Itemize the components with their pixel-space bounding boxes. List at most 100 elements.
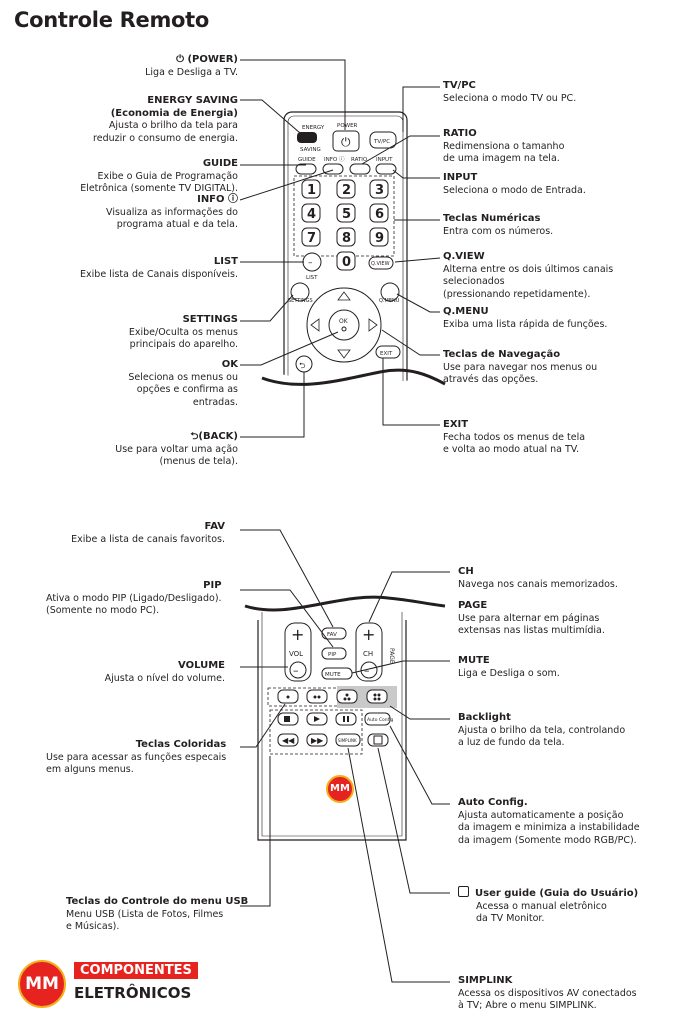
key-0[interactable] bbox=[336, 251, 356, 271]
input-label: INPUT bbox=[376, 157, 393, 163]
forward-icon: ▶▶ bbox=[311, 736, 324, 745]
annotation-ok: OK Seleciona os menus ou opções e confir… bbox=[128, 359, 238, 408]
key-8[interactable] bbox=[336, 227, 356, 247]
annotation-simplink: SIMPLINK Acessa os dispositivos AV conec… bbox=[458, 975, 637, 1011]
key-7[interactable] bbox=[301, 227, 321, 247]
green-key[interactable] bbox=[306, 689, 328, 704]
mute-key-label: MUTE bbox=[325, 672, 341, 678]
back-arrow-icon: ⮌ bbox=[299, 361, 305, 370]
key-8-label: 8 bbox=[342, 231, 351, 246]
pause-icon bbox=[343, 716, 345, 722]
annotation-mute: MUTE Liga e Desliga o som. bbox=[458, 655, 560, 679]
brand-logo: MM COMPONENTES ELETRÔNICOS bbox=[18, 960, 198, 1010]
annotation-backlight: Backlight Ajusta o brilho da tela, contr… bbox=[458, 712, 626, 748]
tvpc-key-label: TV/PC bbox=[373, 139, 390, 145]
key-3-label: 3 bbox=[375, 183, 384, 198]
settings-button[interactable] bbox=[290, 282, 310, 302]
rewind-icon: ◀◀ bbox=[282, 736, 295, 745]
key-5-label: 5 bbox=[342, 207, 351, 222]
guide-label: GUIDE bbox=[298, 157, 316, 163]
forward-button[interactable] bbox=[306, 733, 328, 747]
annotation-navigation: Teclas de Navegação Use para navegar nos… bbox=[443, 349, 598, 385]
list-key-label: LIST bbox=[306, 275, 318, 281]
key-1-label: 1 bbox=[307, 183, 316, 198]
simplink-button[interactable] bbox=[335, 733, 361, 747]
annotation-settings: SETTINGS Exibe/Oculta os menus principai… bbox=[128, 314, 238, 350]
nav-down-button[interactable] bbox=[337, 349, 351, 359]
annotation-tvpc: TV/PC Seleciona o modo TV ou PC. bbox=[443, 80, 577, 104]
qview-key-label: Q.VIEW bbox=[371, 261, 390, 267]
annotation-exit: EXIT Fecha todos os menus de tela e volt… bbox=[443, 419, 586, 455]
exit-button[interactable] bbox=[375, 345, 401, 359]
key-7-label: 7 bbox=[307, 231, 316, 246]
qmenu-button[interactable] bbox=[380, 282, 400, 302]
vol-key-label: VOL bbox=[289, 650, 303, 658]
ch-key-label: CH bbox=[363, 650, 373, 658]
ok-dot-icon bbox=[341, 326, 347, 332]
key-9[interactable] bbox=[369, 227, 389, 247]
user-guide-icon bbox=[458, 886, 469, 897]
ch-plus-icon: + bbox=[362, 625, 375, 644]
key-4[interactable] bbox=[301, 203, 321, 223]
power-label: POWER bbox=[337, 123, 358, 129]
annotation-fav: FAV Exibe a lista de canais favoritos. bbox=[71, 521, 225, 545]
play-icon bbox=[314, 716, 320, 722]
ratio-button[interactable] bbox=[349, 163, 371, 175]
page-key-label: PAGE bbox=[388, 648, 395, 664]
page-title: Controle Remoto bbox=[14, 8, 210, 32]
key-5[interactable] bbox=[336, 203, 356, 223]
auto-config-button[interactable] bbox=[364, 712, 391, 726]
saving-label: SAVING bbox=[300, 147, 321, 153]
power-button[interactable] bbox=[332, 130, 360, 152]
key-6-label: 6 bbox=[375, 207, 384, 222]
annotation-auto-config: Auto Config. Ajusta automaticamente a po… bbox=[458, 797, 640, 846]
nav-left-button[interactable] bbox=[310, 318, 320, 332]
pip-button[interactable] bbox=[321, 647, 347, 660]
ch-minus-button[interactable] bbox=[360, 661, 378, 679]
key-0-label: 0 bbox=[342, 255, 351, 270]
logo-line1: COMPONENTES bbox=[74, 962, 198, 979]
blue-key[interactable] bbox=[366, 689, 388, 704]
qview-button[interactable] bbox=[368, 256, 394, 270]
user-guide-button[interactable] bbox=[367, 733, 389, 747]
pip-key-label: PIP bbox=[328, 652, 337, 658]
annotation-guide: GUIDE Exibe o Guia de Programação Eletrô… bbox=[80, 158, 238, 194]
annotation-usb-keys: Teclas do Controle do menu USB Menu USB … bbox=[66, 896, 249, 932]
vol-minus-button[interactable] bbox=[289, 661, 307, 679]
user-guide-icon bbox=[373, 735, 383, 745]
ok-button[interactable] bbox=[328, 309, 360, 341]
annotation-back: ⮌(BACK) Use para voltar uma ação (menus … bbox=[115, 431, 238, 467]
key-2-label: 2 bbox=[342, 183, 351, 198]
annotation-ratio: RATIO Redimensiona o tamanho de uma imag… bbox=[443, 128, 565, 164]
ratio-label: RATIO bbox=[351, 157, 368, 163]
rewind-button[interactable] bbox=[277, 733, 299, 747]
key-2[interactable] bbox=[336, 179, 356, 199]
tvpc-button[interactable] bbox=[369, 131, 397, 149]
key-3[interactable] bbox=[369, 179, 389, 199]
info-label: INFO ⓘ bbox=[324, 155, 345, 163]
energy-saving-button[interactable] bbox=[297, 132, 317, 143]
key-9-label: 9 bbox=[375, 231, 384, 246]
annotation-qview: Q.VIEW Alterna entre os dois últimos can… bbox=[443, 251, 614, 300]
power-icon: ⏻ bbox=[341, 135, 351, 149]
mute-button[interactable] bbox=[321, 667, 353, 680]
pause-button[interactable] bbox=[335, 712, 357, 726]
simplink-key-label: SIMPLINK bbox=[338, 738, 357, 743]
nav-right-button[interactable] bbox=[368, 318, 378, 332]
vol-plus-icon: + bbox=[291, 625, 304, 644]
input-button[interactable] bbox=[375, 163, 397, 175]
exit-key-label: EXIT bbox=[380, 351, 393, 357]
fav-button[interactable] bbox=[321, 627, 347, 640]
key-4-label: 4 bbox=[307, 207, 316, 222]
annotation-qmenu: Q.MENU Exiba uma lista rápida de funções… bbox=[443, 306, 608, 330]
annotation-volume: VOLUME Ajusta o nível do volume. bbox=[104, 660, 225, 684]
annotation-list: LIST Exibe lista de Canais disponíveis. bbox=[80, 256, 238, 280]
annotation-info: INFO ⓘ Visualiza as informações do progr… bbox=[106, 194, 238, 230]
annotation-input: INPUT Seleciona o modo de Entrada. bbox=[443, 172, 586, 196]
key-1[interactable] bbox=[301, 179, 321, 199]
guide-button[interactable] bbox=[295, 163, 317, 175]
ok-key-label: OK bbox=[339, 318, 349, 325]
key-6[interactable] bbox=[369, 203, 389, 223]
nav-up-button[interactable] bbox=[337, 291, 351, 301]
